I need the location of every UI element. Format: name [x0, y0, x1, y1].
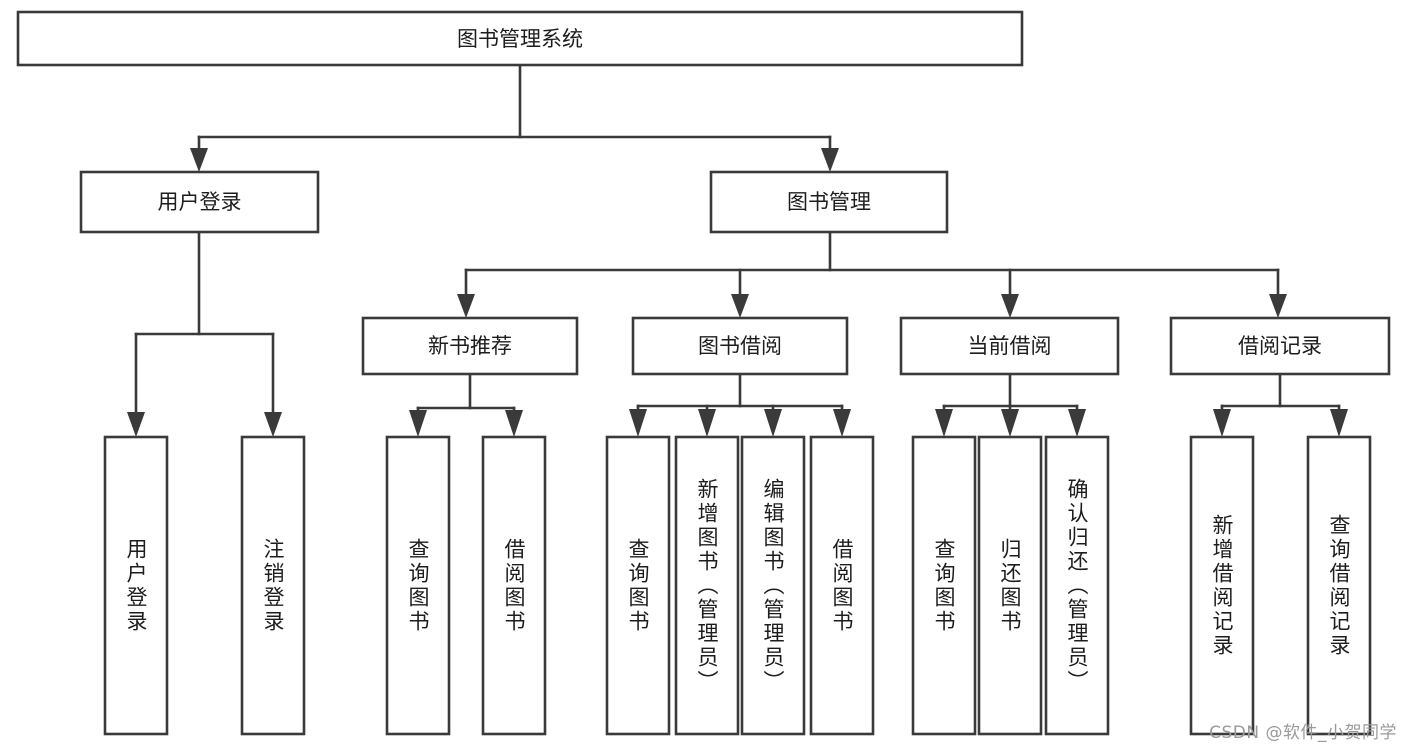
leaf-box-borrow-book-nb[interactable]	[481, 435, 547, 736]
leaf-box-add-book-admin[interactable]	[674, 435, 740, 736]
arrow-bookborrow-leaf-4	[833, 409, 851, 437]
node-new-book-recommend-box[interactable]	[361, 316, 579, 376]
arrow-bookmgmt-record	[1269, 294, 1287, 318]
leaf-box-edit-book-admin[interactable]	[740, 435, 806, 736]
node-current-borrow-label: 当前借阅	[968, 334, 1052, 358]
node-book-management-box[interactable]	[709, 170, 949, 234]
leaf-box-query-borrow-record[interactable]	[1306, 435, 1372, 736]
connector-group-borrowrecord	[1213, 372, 1348, 437]
csdn-watermark: CSDN @软件_小贺同学	[1209, 723, 1397, 743]
arrow-bookborrow-leaf-3	[764, 409, 782, 437]
arrow-bookmgmt-borrow	[731, 294, 749, 318]
connector-group-bookmgmt	[457, 230, 1287, 318]
connector-group-userlogin	[127, 230, 282, 437]
connector-group-bookborrow	[629, 372, 851, 437]
node-borrow-record-box[interactable]	[1169, 316, 1391, 376]
connector-group-currentborrow	[935, 372, 1086, 437]
leaf-box-logout[interactable]	[240, 435, 306, 736]
node-book-borrow-label: 图书借阅	[698, 334, 782, 358]
node-root-label: 图书管理系统	[457, 27, 583, 51]
node-book-borrow-box[interactable]	[631, 316, 849, 376]
node-root-box[interactable]	[16, 10, 1024, 67]
node-book-management-label: 图书管理	[787, 190, 871, 214]
arrow-root-to-bookmgmt	[821, 148, 839, 172]
leaf-box-query-book-bb[interactable]	[605, 435, 671, 736]
leaf-box-confirm-return-admin[interactable]	[1044, 435, 1110, 736]
arrow-newbook-leaf-1	[409, 410, 427, 437]
arrow-bookborrow-leaf-2	[698, 409, 716, 437]
leaf-box-query-book-cb[interactable]	[911, 435, 977, 736]
arrow-newbook-leaf-2	[505, 410, 523, 437]
arrow-bookmgmt-current	[1001, 294, 1019, 318]
leaf-box-user-login[interactable]	[103, 435, 169, 736]
leaf-box-borrow-book-bb[interactable]	[809, 435, 875, 736]
arrow-root-to-userlogin	[190, 148, 208, 172]
arrow-bookborrow-leaf-1	[629, 409, 647, 437]
node-user-login-box[interactable]	[79, 170, 320, 234]
arrow-userlogin-leaf-2	[264, 412, 282, 437]
arrow-currentborrow-leaf-1	[935, 409, 953, 437]
leaf-box-add-borrow-record[interactable]	[1189, 435, 1255, 736]
node-borrow-record-label: 借阅记录	[1238, 334, 1322, 358]
node-new-book-recommend-label: 新书推荐	[428, 334, 512, 358]
arrow-currentborrow-leaf-2	[1001, 409, 1019, 437]
node-user-login-label: 用户登录	[158, 190, 242, 214]
arrow-userlogin-leaf-1	[127, 412, 145, 437]
arrow-borrowrecord-leaf-2	[1330, 409, 1348, 437]
arrow-currentborrow-leaf-3	[1068, 409, 1086, 437]
connector-group-root	[190, 63, 839, 172]
arrow-bookmgmt-newbook	[457, 294, 475, 318]
connector-group-newbook	[409, 372, 523, 437]
node-current-borrow-box[interactable]	[899, 316, 1120, 376]
leaf-box-return-book[interactable]	[977, 435, 1043, 736]
arrow-borrowrecord-leaf-1	[1213, 409, 1231, 437]
leaf-box-query-book-nb[interactable]	[385, 435, 451, 736]
